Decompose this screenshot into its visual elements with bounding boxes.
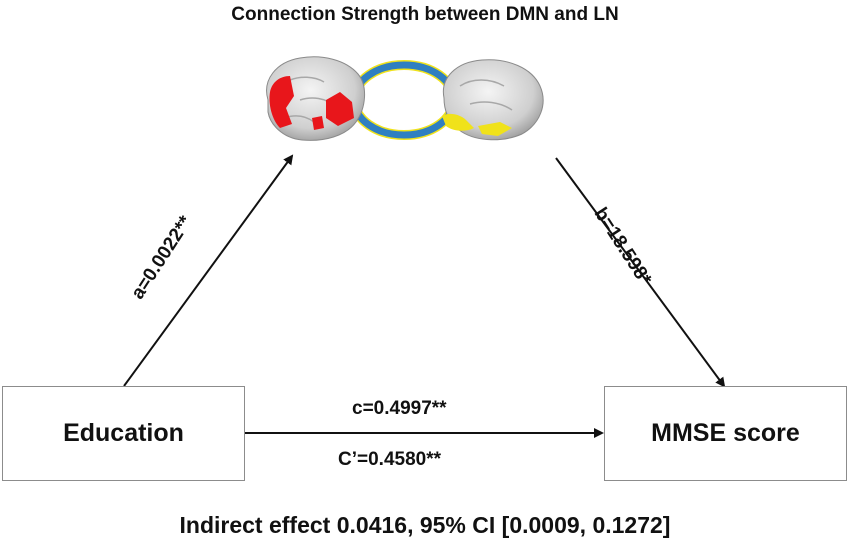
path-a-arrow (123, 154, 294, 387)
education-label: Education (63, 419, 184, 447)
brain-left-icon (266, 56, 365, 141)
diagram-title: Connection Strength between DMN and LN (231, 4, 619, 25)
path-b-arrow (555, 157, 726, 388)
path-c-prime-label: C’=0.4580** (338, 449, 441, 470)
brain-right-icon (442, 59, 544, 141)
connection-ring-icon (349, 60, 459, 140)
path-c-label: c=0.4997** (352, 398, 447, 419)
mmse-label: MMSE score (651, 419, 800, 447)
education-node: Education (2, 386, 245, 481)
indirect-effect-text: Indirect effect 0.0416, 95% CI [0.0009, … (179, 512, 671, 538)
mmse-node: MMSE score (604, 386, 847, 481)
